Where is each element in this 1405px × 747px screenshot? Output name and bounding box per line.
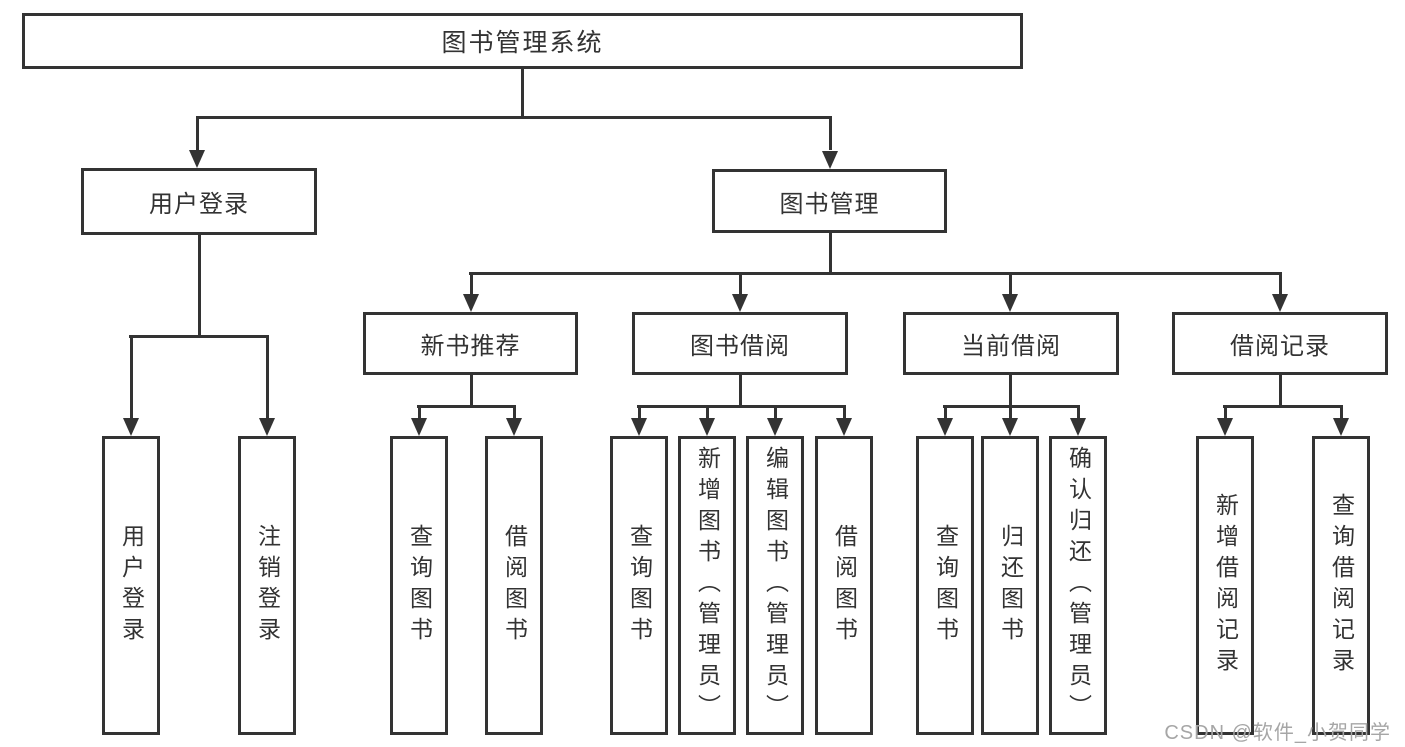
- leaf-query-books-current: 查询图书: [916, 436, 974, 735]
- connector-line-vertical: [197, 235, 201, 336]
- leaf-query-books-borrow: 查询图书: [610, 436, 668, 735]
- leaf-borrow-books: 借阅图书: [815, 436, 873, 735]
- arrowhead-down-icon: [259, 418, 275, 436]
- connector-line-horizontal: [417, 405, 516, 408]
- node-label: 新增图书（管理员）: [694, 446, 721, 725]
- node-borrowing-records: 借阅记录: [1172, 312, 1388, 375]
- arrowhead-down-icon: [1002, 294, 1018, 312]
- node-label: 图书管理: [779, 190, 880, 218]
- node-label: 图书管理系统: [441, 29, 604, 57]
- leaf-borrow-books-recommend: 借阅图书: [485, 436, 543, 735]
- arrowhead-down-icon: [411, 418, 427, 436]
- node-user-login: 用户登录: [81, 168, 317, 235]
- node-label: 借阅图书: [501, 523, 528, 648]
- connector-line-vertical: [943, 405, 947, 418]
- node-label: 用户登录: [118, 523, 145, 648]
- leaf-confirm-return-admin: 确认归还（管理员）: [1049, 436, 1107, 735]
- connector-line-vertical: [738, 272, 742, 294]
- leaf-return-books: 归还图书: [981, 436, 1039, 735]
- connector-line-vertical: [1223, 405, 1227, 418]
- arrowhead-down-icon: [123, 418, 139, 436]
- node-label: 借阅记录: [1230, 333, 1330, 360]
- node-book-management: 图书管理: [712, 169, 947, 233]
- connector-line-horizontal: [637, 405, 846, 408]
- node-label: 图书借阅: [690, 333, 790, 360]
- connector-line-vertical: [469, 272, 473, 294]
- leaf-edit-books-admin: 编辑图书（管理员）: [746, 436, 804, 735]
- connector-line-vertical: [1339, 405, 1343, 418]
- node-book-borrowing: 图书借阅: [632, 312, 848, 375]
- node-label: 注销登录: [254, 523, 281, 648]
- connector-line-vertical: [1278, 272, 1282, 294]
- node-current-borrowing: 当前借阅: [903, 312, 1119, 375]
- connector-line-vertical: [842, 405, 846, 418]
- connector-line-vertical: [265, 335, 269, 418]
- connector-line-vertical: [195, 116, 199, 150]
- connector-line-vertical: [512, 405, 516, 418]
- arrowhead-down-icon: [699, 418, 715, 436]
- connector-line-vertical: [1008, 405, 1012, 418]
- node-label: 归还图书: [997, 523, 1024, 648]
- arrowhead-down-icon: [631, 418, 647, 436]
- connector-line-vertical: [1278, 375, 1282, 407]
- arrowhead-down-icon: [189, 150, 205, 168]
- node-label: 用户登录: [149, 191, 249, 218]
- connector-line-vertical: [773, 405, 777, 418]
- connector-line-horizontal: [1223, 405, 1343, 408]
- node-label: 当前借阅: [961, 333, 1061, 360]
- node-library-management-system: 图书管理系统: [22, 13, 1023, 69]
- connector-line-horizontal: [943, 405, 1080, 408]
- arrowhead-down-icon: [1272, 294, 1288, 312]
- connector-line-horizontal: [469, 272, 1282, 275]
- node-label: 查询图书: [626, 523, 653, 648]
- connector-line-vertical: [1076, 405, 1080, 418]
- arrowhead-down-icon: [937, 418, 953, 436]
- arrowhead-down-icon: [1070, 418, 1086, 436]
- arrowhead-down-icon: [767, 418, 783, 436]
- node-label: 借阅图书: [831, 523, 858, 648]
- watermark: CSDN @软件_小贺同学: [1164, 722, 1391, 744]
- connector-line-vertical: [705, 405, 709, 418]
- arrowhead-down-icon: [463, 294, 479, 312]
- leaf-add-books-admin: 新增图书（管理员）: [678, 436, 736, 735]
- arrowhead-down-icon: [1333, 418, 1349, 436]
- connector-line-vertical: [1008, 375, 1012, 407]
- node-label: 新书推荐: [420, 333, 521, 360]
- connector-line-vertical: [828, 116, 832, 150]
- connector-line-horizontal: [129, 335, 269, 338]
- connector-line-vertical: [637, 405, 641, 418]
- node-label: 新增借阅记录: [1212, 492, 1239, 679]
- node-label: 确认归还（管理员）: [1065, 446, 1092, 725]
- leaf-add-borrow-record: 新增借阅记录: [1196, 436, 1254, 735]
- arrowhead-down-icon: [732, 294, 748, 312]
- leaf-query-books-recommend: 查询图书: [390, 436, 448, 735]
- leaf-user-login: 用户登录: [102, 436, 160, 735]
- arrowhead-down-icon: [506, 418, 522, 436]
- connector-line-vertical: [828, 233, 832, 274]
- connector-line-vertical: [417, 405, 421, 418]
- node-label: 编辑图书（管理员）: [762, 446, 789, 725]
- node-label: 查询借阅记录: [1328, 492, 1355, 679]
- connector-line-vertical: [1008, 272, 1012, 294]
- arrowhead-down-icon: [822, 151, 838, 169]
- node-label: 查询图书: [406, 523, 433, 648]
- connector-line-vertical: [129, 335, 133, 418]
- connector-line-horizontal: [196, 116, 832, 119]
- connector-line-vertical: [469, 375, 473, 407]
- arrowhead-down-icon: [1002, 418, 1018, 436]
- node-new-book-recommendation: 新书推荐: [363, 312, 578, 375]
- node-label: 查询图书: [932, 523, 959, 648]
- leaf-query-borrow-record: 查询借阅记录: [1312, 436, 1370, 735]
- arrowhead-down-icon: [836, 418, 852, 436]
- leaf-logout: 注销登录: [238, 436, 296, 735]
- arrowhead-down-icon: [1217, 418, 1233, 436]
- connector-line-vertical: [520, 69, 524, 117]
- connector-line-vertical: [738, 375, 742, 407]
